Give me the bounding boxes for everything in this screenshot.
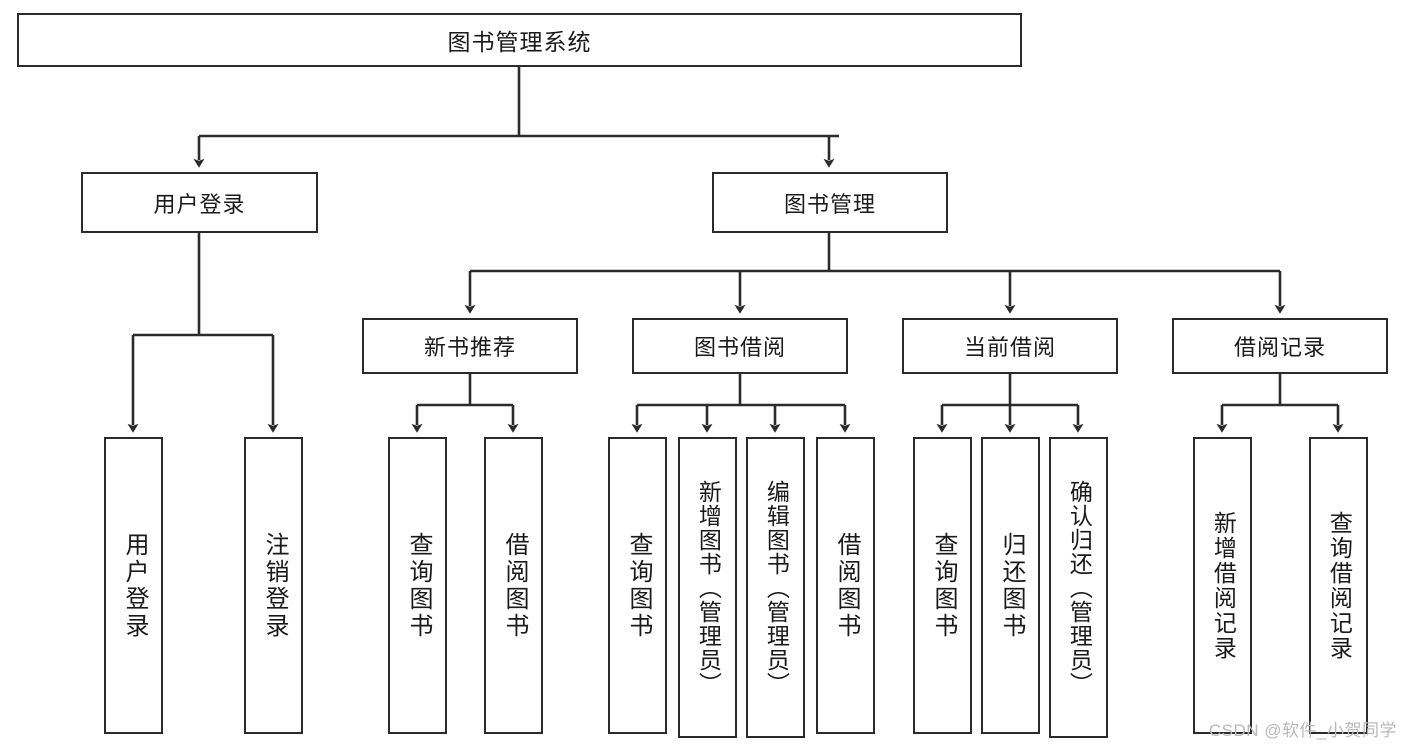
node-new-book-recommend-label: 新书推荐: [423, 335, 516, 360]
node-book-borrow[interactable]: 图书借阅: [632, 318, 848, 374]
node-user-login[interactable]: 用户登录: [81, 172, 318, 233]
node-new-book-recommend[interactable]: 新书推荐: [362, 318, 578, 374]
leaf-user-login-label: 用户登录: [120, 531, 148, 640]
leaf-add-record[interactable]: 新增借阅记录: [1193, 437, 1252, 734]
node-user-login-label: 用户登录: [153, 191, 246, 217]
node-root-label: 图书管理系统: [447, 29, 592, 55]
node-borrow-record-label: 借阅记录: [1233, 335, 1326, 360]
leaf-add-record-label: 新增借阅记录: [1210, 510, 1237, 661]
leaf-borrow-book-1[interactable]: 借阅图书: [484, 437, 543, 734]
leaf-user-login[interactable]: 用户登录: [104, 437, 163, 734]
node-book-manage[interactable]: 图书管理: [712, 172, 948, 233]
leaf-borrow-book-2-label: 借阅图书: [832, 531, 860, 640]
leaf-query-record[interactable]: 查询借阅记录: [1309, 437, 1368, 734]
leaf-confirm-return-label: 确认归还（管理员）: [1066, 479, 1093, 696]
node-root[interactable]: 图书管理系统: [17, 13, 1022, 67]
leaf-query-book-3-label: 查询图书: [929, 531, 957, 640]
leaf-return-book[interactable]: 归还图书: [981, 437, 1040, 734]
leaf-confirm-return[interactable]: 确认归还（管理员）: [1049, 437, 1108, 738]
node-current-borrow[interactable]: 当前借阅: [902, 318, 1118, 374]
watermark: CSDN @软件_小贺同学: [1208, 721, 1397, 740]
leaf-query-book-3[interactable]: 查询图书: [913, 437, 972, 734]
leaf-query-record-label: 查询借阅记录: [1326, 510, 1353, 661]
leaf-logout-label: 注销登录: [260, 531, 288, 640]
leaf-query-book-1-label: 查询图书: [404, 531, 432, 640]
leaf-logout[interactable]: 注销登录: [244, 437, 303, 734]
node-current-borrow-label: 当前借阅: [963, 335, 1056, 360]
leaf-query-book-2[interactable]: 查询图书: [608, 437, 667, 734]
leaf-edit-book[interactable]: 编辑图书（管理员）: [746, 437, 805, 738]
node-borrow-record[interactable]: 借阅记录: [1172, 318, 1388, 374]
node-book-borrow-label: 图书借阅: [693, 335, 786, 360]
node-book-manage-label: 图书管理: [783, 191, 876, 217]
leaf-return-book-label: 归还图书: [997, 531, 1025, 640]
leaf-query-book-1[interactable]: 查询图书: [388, 437, 447, 734]
leaf-borrow-book-1-label: 借阅图书: [500, 531, 528, 640]
leaf-edit-book-label: 编辑图书（管理员）: [763, 479, 790, 696]
leaf-query-book-2-label: 查询图书: [624, 531, 652, 640]
leaf-borrow-book-2[interactable]: 借阅图书: [816, 437, 875, 734]
leaf-add-book[interactable]: 新增图书（管理员）: [678, 437, 737, 738]
leaf-add-book-label: 新增图书（管理员）: [695, 479, 722, 696]
